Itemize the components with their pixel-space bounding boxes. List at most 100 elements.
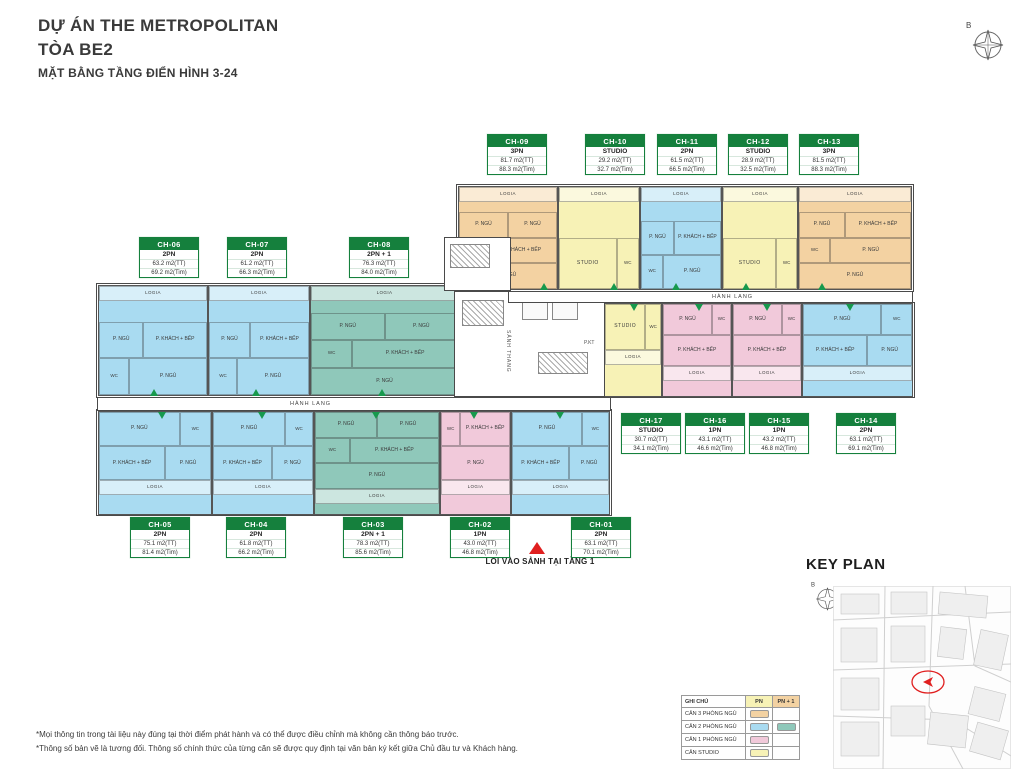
room-label: P. NGỦ: [799, 212, 845, 238]
room-label: P. NGỦ: [799, 263, 911, 289]
key-plan-map: [833, 586, 1011, 769]
room-label: LOGIA: [512, 480, 609, 496]
technical-room-label: P.KT: [584, 340, 595, 346]
apartment-area-tt: 63.2 m2(TT): [140, 260, 198, 269]
room-label: STUDIO: [723, 237, 777, 289]
project-title: DỰ ÁN THE METROPOLITAN: [38, 16, 279, 35]
legend-row-label: CĂN 1 PHÒNG NGỦ: [681, 733, 746, 747]
legend-color-swatch: [745, 746, 773, 760]
legend-header: GHI CHÚ: [681, 695, 746, 708]
apartment-area-tt: 61.2 m2(TT): [228, 260, 286, 269]
apartment-area-tim: 46.8 m2(Tim): [761, 446, 797, 452]
room-label: LOGIA: [441, 480, 510, 496]
unit-entry-arrow-icon: [695, 304, 703, 311]
room-label: LOGIA: [641, 187, 721, 202]
apartment-area-tim: 84.0 m2(Tim): [361, 270, 397, 276]
room-label: P. KHÁCH + BẾP: [99, 446, 166, 481]
apartment-area-tt: 61.5 m2(TT): [658, 157, 716, 166]
apartment-id: CH-10: [586, 135, 644, 147]
apartment-id: CH-08: [350, 238, 408, 250]
room-label: P. NGỦ: [459, 212, 508, 238]
color-swatch: [749, 736, 769, 744]
unit-entry-arrow-icon: [630, 304, 638, 311]
room-label: WC: [641, 254, 664, 289]
room-label: WC: [881, 304, 912, 335]
room-label: P. KHÁCH + BẾP: [512, 446, 570, 481]
apartment-type: 2PN: [140, 250, 198, 260]
unit-entry-arrow-icon: [378, 389, 386, 396]
room-label: LOGIA: [559, 187, 639, 202]
unit-entry-arrow-icon: [372, 412, 380, 419]
apartment-type: 2PN + 1: [350, 250, 408, 260]
room-label: LOGIA: [459, 187, 557, 202]
apartment-area-tim: 88.3 m2(Tim): [811, 167, 847, 173]
room-label: LOGIA: [311, 286, 458, 301]
apartment-area-tt: 63.1 m2(TT): [572, 540, 630, 549]
room-label: P. NGỦ: [272, 446, 313, 481]
elevator-shaft: [552, 300, 578, 320]
apartment-area-tim: 66.3 m2(Tim): [239, 270, 275, 276]
unit-entry-arrow-icon: [158, 412, 166, 419]
room-label: WC: [441, 412, 461, 447]
room-label: LOGIA: [605, 350, 661, 366]
stairs-hatch: [462, 300, 504, 326]
apartment-area-tim: 46.8 m2(Tim): [462, 550, 498, 556]
room-label: WC: [799, 237, 831, 264]
room-label: P. KHÁCH + BẾP: [352, 340, 458, 368]
room-label: P. NGỦ: [209, 321, 250, 359]
corridor-left: [97, 397, 611, 411]
apartment-area-tt: 61.8 m2(TT): [227, 540, 285, 549]
apartment-type: 2PN: [837, 426, 895, 436]
apartment-area-tim: 69.1 m2(Tim): [848, 446, 884, 452]
apartment-area-tim: 88.3 m2(Tim): [499, 167, 535, 173]
apartment-area-tt: 63.1 m2(TT): [837, 436, 895, 445]
room-label: LOGIA: [213, 480, 313, 496]
apartment-type: STUDIO: [729, 147, 787, 157]
room-label: WC: [711, 304, 731, 335]
room-label: P. NGỦ: [663, 304, 712, 335]
room-label: P. NGỦ: [733, 304, 782, 335]
room-label: WC: [285, 412, 313, 447]
apartment-area-tt: 43.2 m2(TT): [750, 436, 808, 445]
legend-color-swatch: [772, 720, 800, 734]
legend-col-pn: PN: [745, 695, 773, 708]
corridor-left-label: HÀNH LANG: [290, 401, 332, 407]
room-label: LOGIA: [315, 488, 439, 504]
unit-entry-arrow-icon: [846, 304, 854, 311]
unit-entry-arrow-icon: [252, 389, 260, 396]
legend-row: CĂN STUDIO: [681, 746, 800, 760]
corridor-top: [508, 291, 913, 303]
apartment-type: 1PN: [686, 426, 744, 436]
room-label: P. NGỦ: [99, 321, 144, 359]
apartment-area-tim: 34.1 m2(Tim): [633, 446, 669, 452]
apartment-type: STUDIO: [622, 426, 680, 436]
legend-color-swatch: [745, 707, 773, 721]
apartment-id: CH-11: [658, 135, 716, 147]
room-label: P. NGỦ: [512, 412, 582, 447]
apartment-area-tim: 69.2 m2(Tim): [151, 270, 187, 276]
stairs-hatch: [538, 352, 588, 374]
lift-lobby-label: SẢNH THANG: [505, 330, 511, 373]
room-label: WC: [581, 412, 609, 447]
apartment-area-tt: 30.7 m2(TT): [622, 436, 680, 445]
room-label: WC: [99, 358, 130, 395]
legend-row-label: CĂN STUDIO: [681, 746, 746, 760]
room-label: P. KHÁCH + BẾP: [673, 220, 721, 255]
apartment-id: CH-09: [488, 135, 546, 147]
compass-north-label: B: [966, 21, 971, 30]
